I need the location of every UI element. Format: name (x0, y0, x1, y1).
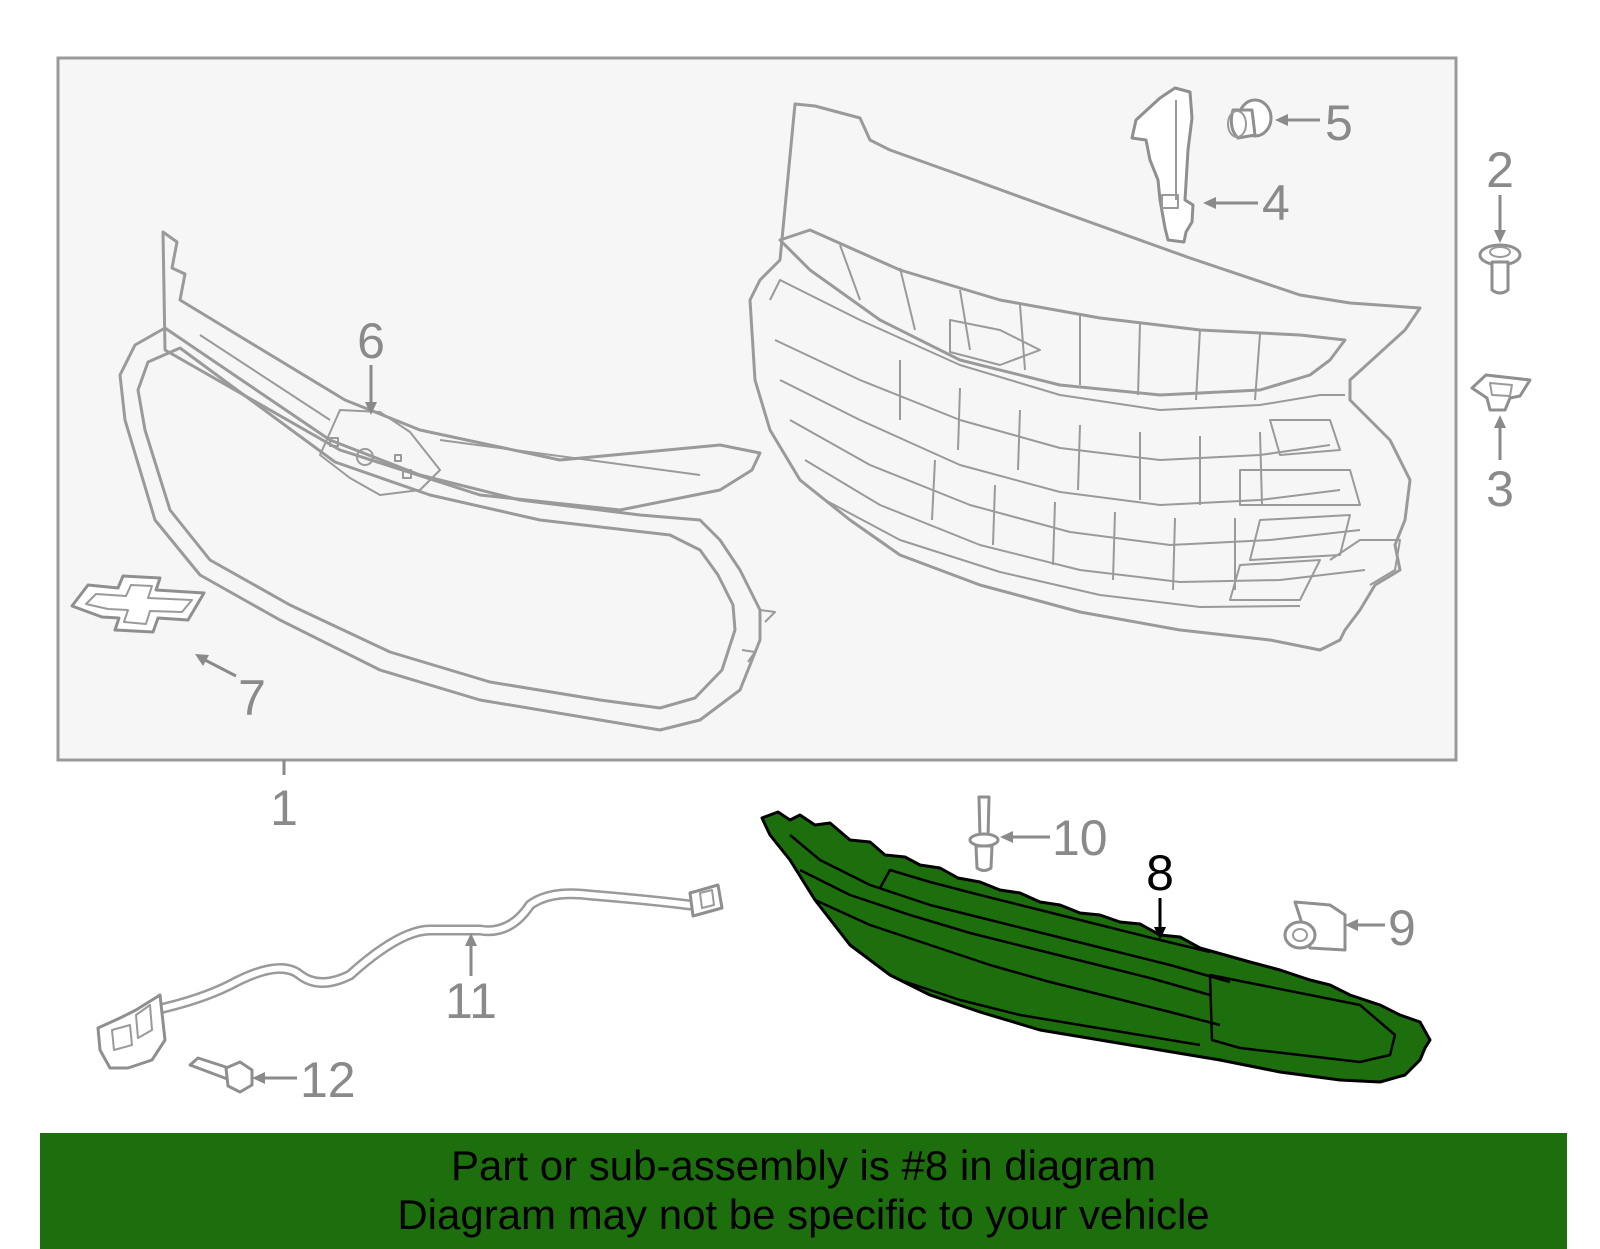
part-11-wiring-harness (96, 883, 724, 1070)
part-7-bowtie-emblem (70, 574, 206, 634)
callout-4: 4 (1262, 175, 1290, 231)
part-5-push-pin (1227, 98, 1273, 140)
part-2-clip (1478, 243, 1522, 295)
callout-12: 12 (300, 1052, 356, 1108)
callout-11: 11 (445, 973, 497, 1029)
part-8-lower-grille (760, 810, 1432, 1084)
callout-2: 2 (1486, 142, 1514, 198)
callout-6: 6 (357, 313, 385, 369)
leader-arrows (195, 114, 1506, 1084)
part-9-nut (1283, 900, 1347, 952)
part-4-bracket (1130, 86, 1195, 244)
callout-7: 7 (238, 670, 266, 726)
callout-10: 10 (1052, 810, 1108, 866)
assembly-frame (56, 56, 1458, 762)
banner-line-2: Diagram may not be specific to your vehi… (397, 1191, 1210, 1238)
banner-line-1: Part or sub-assembly is #8 in diagram (451, 1142, 1156, 1189)
part-12-bolt (188, 1056, 254, 1094)
part-6-grille-surround (118, 230, 776, 732)
callout-3: 3 (1486, 461, 1514, 517)
callout-9: 9 (1388, 900, 1416, 956)
part-3-nut (1470, 373, 1532, 412)
part-10-screw (968, 795, 1000, 872)
callout-5: 5 (1325, 95, 1353, 151)
callout-8: 8 (1146, 845, 1174, 901)
info-banner: Part or sub-assembly is #8 in diagram Di… (40, 1133, 1567, 1249)
leader-arrow-8 (1154, 898, 1166, 940)
part-1-upper-grille (748, 102, 1422, 652)
callout-1: 1 (270, 780, 298, 836)
